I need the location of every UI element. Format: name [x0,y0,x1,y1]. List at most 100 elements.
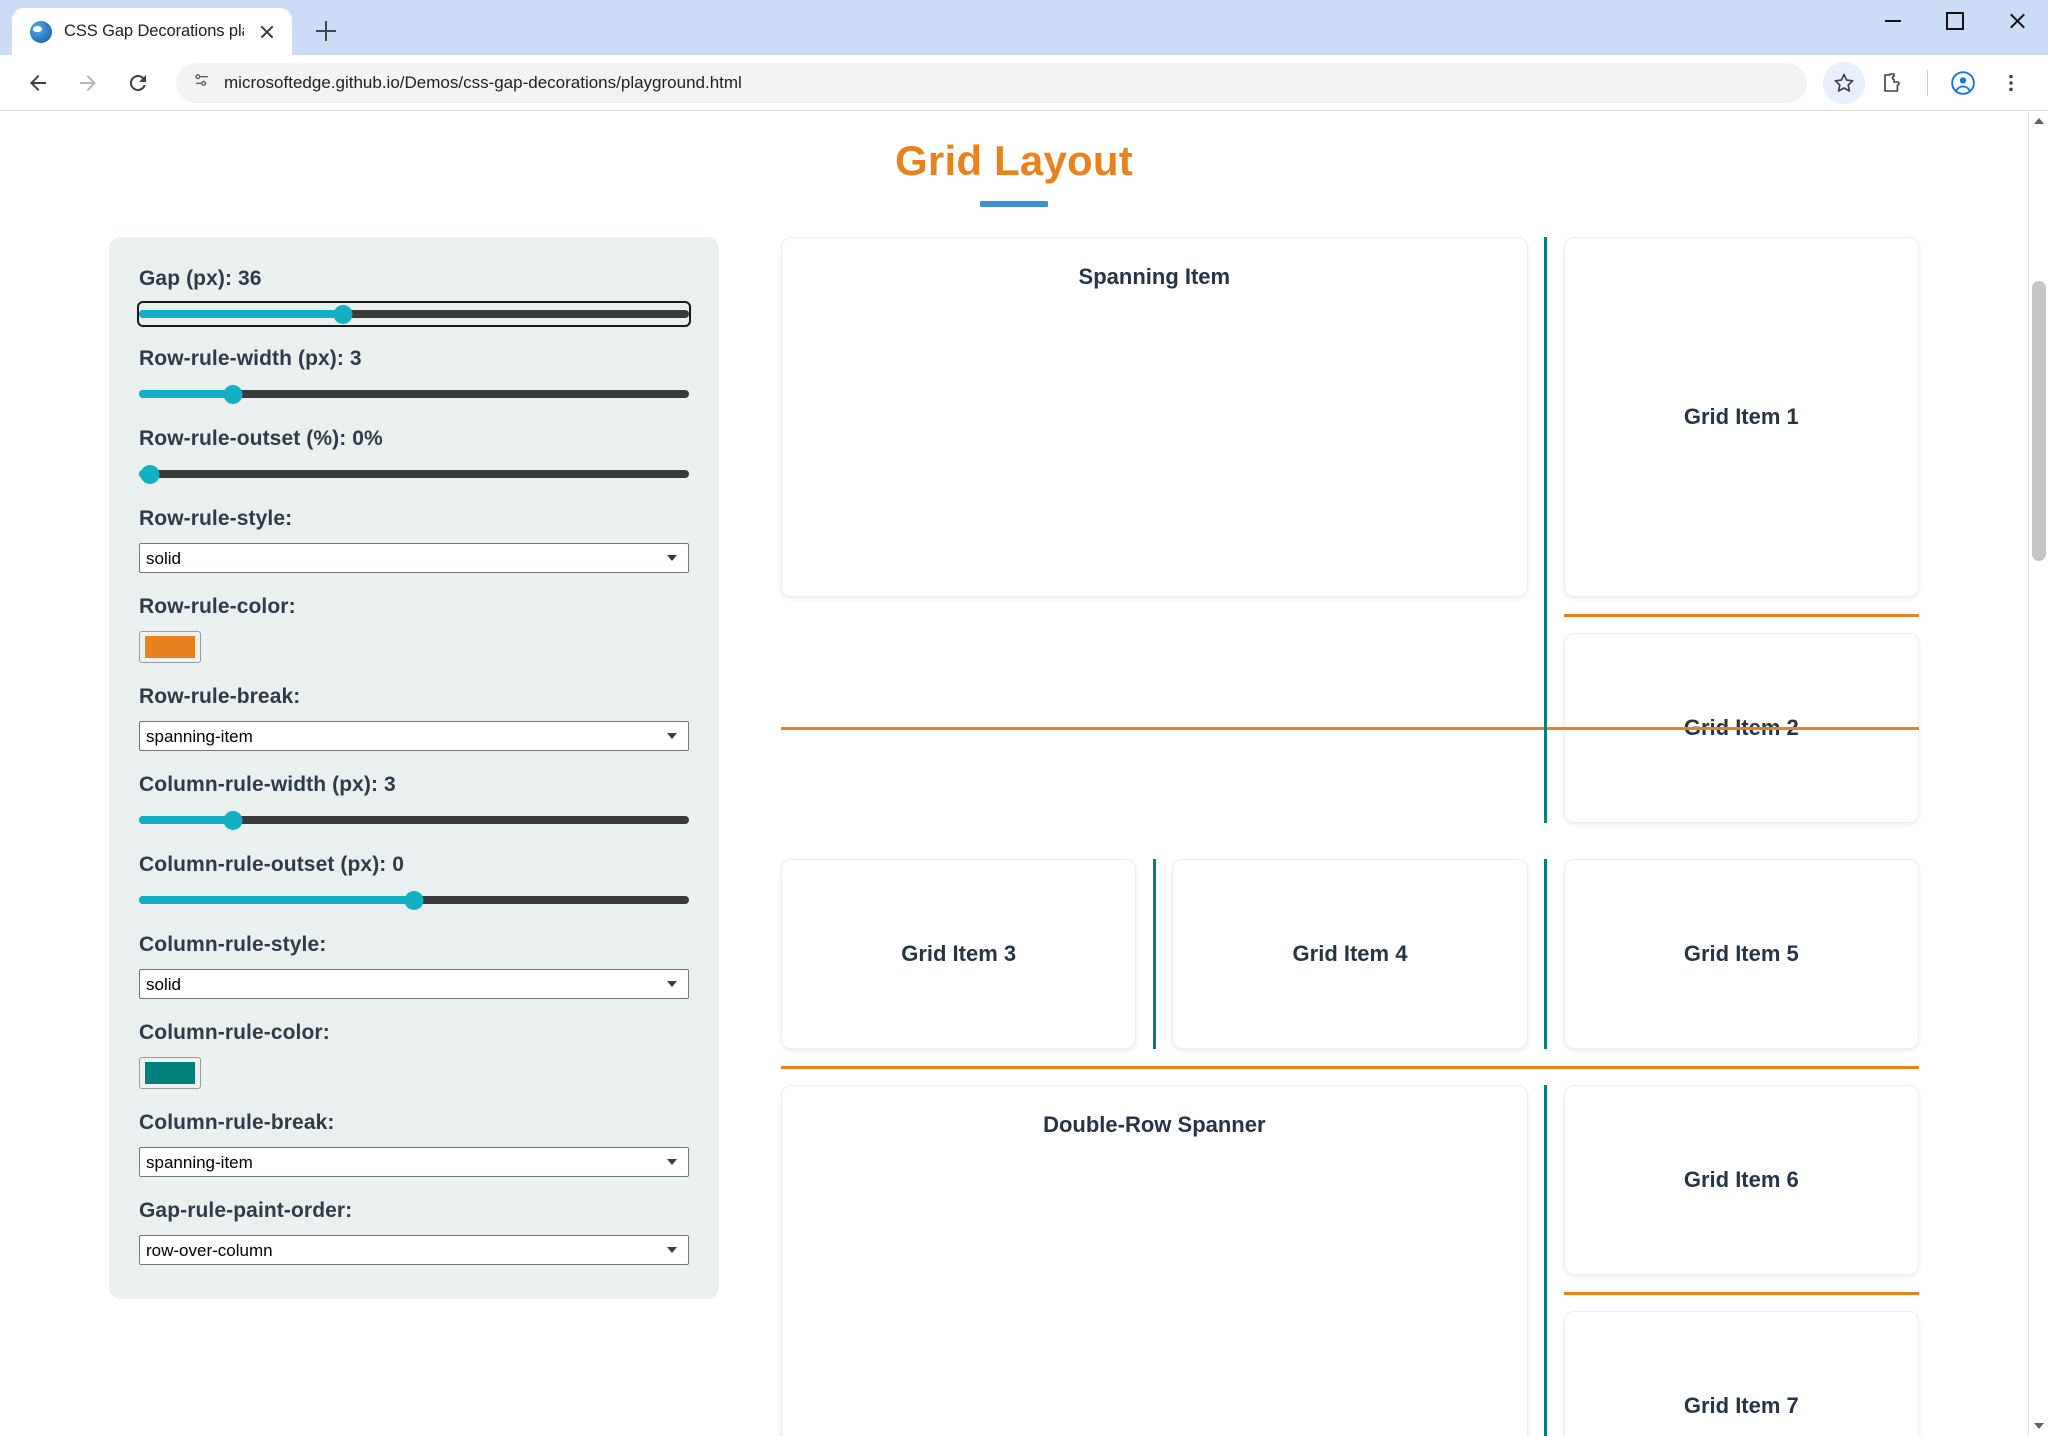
tab-title: CSS Gap Decorations playground [64,22,244,40]
slider-thumb[interactable] [404,891,424,910]
window-controls [1862,0,2048,42]
grid-cell-1[interactable]: Grid Item 1 [1563,237,1919,597]
control-column-rule-width: Column-rule-width (px): 3 [139,773,689,831]
gap-slider[interactable] [137,301,691,327]
page-title: Grid Layout [895,137,1133,184]
grid-cell-4[interactable]: Grid Item 4 [1172,859,1528,1049]
slider-thumb[interactable] [223,811,242,830]
slider-thumb[interactable] [223,385,242,404]
forward-arrow-icon[interactable] [66,61,110,105]
site-info-icon[interactable] [192,70,212,95]
extensions-puzzle-icon[interactable] [1871,62,1913,104]
slider-fill [139,816,233,824]
grid-cell-label: Spanning Item [1078,264,1231,289]
slider-track [139,816,689,824]
page-content: Grid Layout Gap (px): 36 [0,111,2028,1436]
profile-avatar-icon[interactable] [1942,62,1984,104]
column-rule-line [1544,859,1548,1049]
star-icon[interactable] [1823,61,1865,104]
address-bar-url: microsoftedge.github.io/Demos/css-gap-de… [224,72,742,92]
scroll-down-arrow-icon[interactable] [2029,1416,2048,1436]
grid-cell-label: Double-Row Spanner [1043,1112,1266,1137]
row-rule-line [1563,1291,1919,1295]
column-rule-style-select-wrap: solid [139,969,689,999]
reload-icon[interactable] [116,61,160,105]
grid-cell-spanning-item[interactable]: Spanning Item [781,237,1528,597]
address-bar[interactable]: microsoftedge.github.io/Demos/css-gap-de… [176,62,1807,103]
control-label-column-rule-width: Column-rule-width (px): 3 [139,773,396,796]
column-rule-color-picker[interactable] [139,1057,201,1089]
row-rule-color-chip [145,636,195,658]
globe-icon [30,20,52,43]
minimize-icon[interactable] [1862,0,1924,42]
grid-cell-label: Grid Item 1 [1683,404,1799,429]
close-icon[interactable] [256,21,278,43]
control-label-row-rule-outset: Row-rule-outset (%): 0% [139,427,383,450]
grid-cell-6[interactable]: Grid Item 6 [1563,1085,1919,1275]
column-rule-line [1544,237,1548,823]
column-rule-line [1152,859,1156,1049]
control-label-column-rule-color: Column-rule-color: [139,1021,330,1044]
control-label-column-rule-style: Column-rule-style: [139,933,327,956]
grid-cell-label: Grid Item 5 [1683,941,1799,966]
grid-cell-double-row-spanner[interactable]: Double-Row Spanner [781,1085,1528,1436]
grid-cell-label: Grid Item 6 [1683,1167,1799,1192]
page-viewport: Grid Layout Gap (px): 36 [0,110,2048,1436]
control-label-column-rule-outset: Column-rule-outset (px): 0 [139,853,405,876]
row-rule-color-picker[interactable] [139,631,201,663]
grid-cell-5[interactable]: Grid Item 5 [1563,859,1919,1049]
gap-decoration-rules [781,237,1919,1436]
scrollbar-thumb[interactable] [2032,281,2046,561]
control-row-rule-break: Row-rule-break: spanning-item [139,685,689,751]
control-label-row-rule-style: Row-rule-style: [139,507,293,530]
close-icon[interactable] [1986,0,2048,42]
row-rule-break-select-wrap: spanning-item [139,721,689,751]
grid-cell-label: Grid Item 7 [1683,1393,1799,1418]
control-column-rule-outset: Column-rule-outset (px): 0 [139,853,689,911]
three-dot-menu-icon[interactable] [1990,62,2032,104]
row-rule-line [1563,613,1919,617]
control-label-gap-rule-paint-order: Gap-rule-paint-order: [139,1199,353,1222]
slider-thumb[interactable] [333,305,352,324]
row-rule-width-slider[interactable] [139,383,689,405]
row-rule-style-select[interactable]: solid [139,543,689,573]
column-rule-outset-slider[interactable] [139,889,689,911]
column-rule-color-chip [145,1062,195,1084]
control-gap: Gap (px): 36 [137,267,691,327]
column-rule-style-select[interactable]: solid [139,969,689,999]
control-column-rule-break: Column-rule-break: spanning-item [139,1111,689,1177]
grid-cell-3[interactable]: Grid Item 3 [781,859,1137,1049]
control-column-rule-style: Column-rule-style: solid [139,933,689,999]
row-rule-line [781,726,1919,730]
column-rule-break-select[interactable]: spanning-item [139,1147,689,1177]
control-row-rule-width: Row-rule-width (px): 3 [139,347,689,405]
gap-rule-paint-order-select-wrap: row-over-column [139,1235,689,1265]
browser-tab[interactable]: CSS Gap Decorations playground [12,8,292,55]
toolbar-divider [1927,69,1928,96]
row-rule-style-select-wrap: solid [139,543,689,573]
controls-panel: Gap (px): 36 Row-rule-width (px): 3 [109,237,719,1299]
row-rule-break-select[interactable]: spanning-item [139,721,689,751]
control-column-rule-color: Column-rule-color: [139,1021,689,1089]
page-scrollbar[interactable] [2028,111,2048,1436]
back-arrow-icon[interactable] [16,61,60,105]
slider-track [139,310,689,318]
control-label-row-rule-break: Row-rule-break: [139,685,301,708]
control-gap-rule-paint-order: Gap-rule-paint-order: row-over-column [139,1199,689,1265]
slider-fill [139,896,414,904]
gap-rule-paint-order-select[interactable]: row-over-column [139,1235,689,1265]
new-tab-icon[interactable] [306,11,346,51]
slider-thumb[interactable] [140,465,160,484]
row-rule-line [781,1065,1919,1069]
control-row-rule-style: Row-rule-style: solid [139,507,689,573]
scroll-up-arrow-icon[interactable] [2029,111,2048,131]
browser-toolbar: microsoftedge.github.io/Demos/css-gap-de… [0,55,2048,110]
grid-demo-area: Spanning Item Grid Item 1 Grid Item 2 Gr… [781,237,1919,1436]
slider-fill [139,390,233,398]
column-rule-line [1544,1085,1548,1436]
column-rule-width-slider[interactable] [139,809,689,831]
row-rule-outset-slider[interactable] [139,463,689,485]
maximize-icon[interactable] [1924,0,1986,42]
grid-cell-7[interactable]: Grid Item 7 [1563,1311,1919,1436]
